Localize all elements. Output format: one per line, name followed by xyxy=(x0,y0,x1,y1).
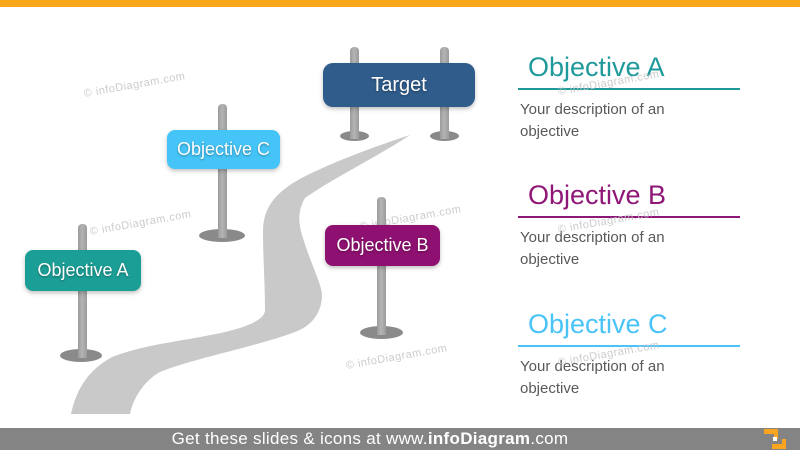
objective-b-title: Objective B xyxy=(528,180,667,210)
objective-a-title: Objective A xyxy=(528,52,665,82)
objective-b-divider xyxy=(518,216,740,219)
objective-c-description: Your description of an objective xyxy=(520,358,665,397)
objective-b-section: Objective B Your description of an objec… xyxy=(518,180,742,271)
sign-objective-a: Objective A xyxy=(25,250,141,291)
objective-a-description: Your description of an objective xyxy=(520,101,665,140)
signpost-pole xyxy=(377,197,386,335)
sign-objective-b-label: Objective B xyxy=(336,235,429,255)
objective-a-divider xyxy=(518,88,740,91)
sign-objective-a-label: Objective A xyxy=(37,260,129,280)
logo-bracket-top-stub xyxy=(774,429,778,439)
footer-brand: infoDiagram xyxy=(427,429,531,448)
objective-a-section: Objective A Your description of an objec… xyxy=(518,52,742,143)
logo-bracket-bottom-stub xyxy=(782,439,786,449)
infodiagram-logo-icon xyxy=(764,429,787,449)
logo-bracket-bottom xyxy=(772,444,786,449)
objective-c-title: Objective C xyxy=(528,309,668,339)
footer-text-suffix: .com xyxy=(530,429,569,448)
top-accent-bar xyxy=(0,0,800,7)
sign-target: Target xyxy=(323,63,475,107)
footer-text-prefix: Get these slides & icons at www. xyxy=(171,429,428,448)
footer-bar: Get these slides & icons at www.infoDiag… xyxy=(0,428,800,450)
sign-target-label: Target xyxy=(371,73,427,96)
sign-objective-c: Objective C xyxy=(167,130,280,169)
objective-c-section: Objective C Your description of an objec… xyxy=(518,309,742,400)
signpost-pole xyxy=(218,104,227,238)
logo-bracket-top xyxy=(764,429,778,434)
road-path xyxy=(71,135,410,414)
objective-b-description: Your description of an objective xyxy=(520,229,665,268)
sign-objective-b: Objective B xyxy=(325,225,440,266)
signpost-pole xyxy=(78,224,87,358)
objective-c-divider xyxy=(518,345,740,348)
logo-center-dot xyxy=(773,437,777,441)
sign-objective-c-label: Objective C xyxy=(176,139,271,159)
